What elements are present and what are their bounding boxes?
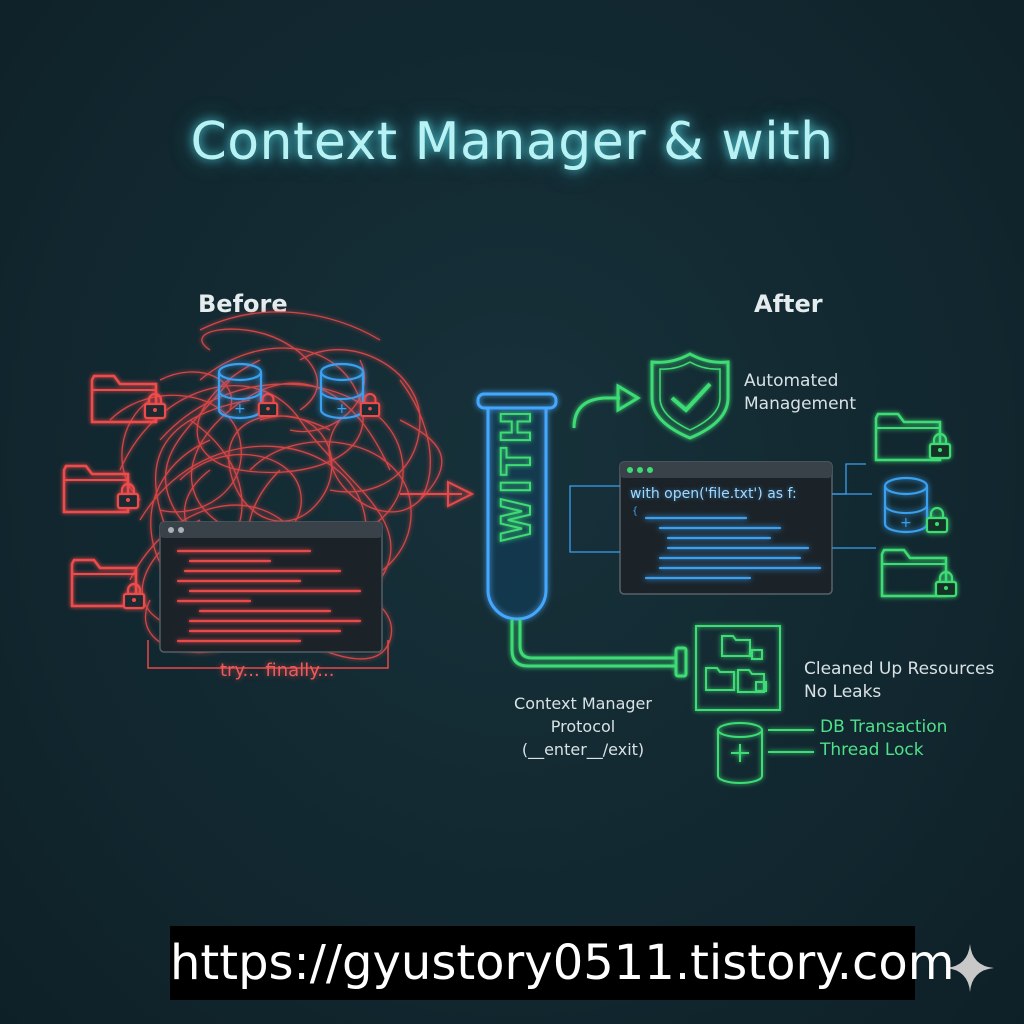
folder-lock-icon [880, 548, 958, 598]
page-title: Context Manager & with [190, 112, 834, 172]
url-banner [170, 926, 915, 1000]
folder-lock-icon [70, 558, 146, 610]
thread-lock-label: Thread Lock [820, 740, 924, 760]
before-bracket [147, 640, 389, 669]
database-lock-icon: + [217, 362, 279, 420]
folder-lock-icon [62, 464, 140, 514]
arrow-icon [400, 480, 475, 508]
try-finally-label: try... finally... [220, 660, 335, 681]
cleaned-resources-label: Cleaned Up Resources No Leaks [804, 659, 995, 702]
after-connectors [569, 463, 876, 553]
cleaned-box [695, 625, 781, 711]
folder-lock-icon [874, 412, 952, 462]
shield-check-icon [650, 352, 730, 440]
after-code-window: { [619, 461, 833, 595]
database-lock-icon: + [319, 362, 381, 420]
svg-text:+: + [336, 401, 348, 417]
arrow-icon [572, 383, 641, 429]
code-first-line: with open('file.txt') as f: [630, 486, 797, 502]
protocol-pipe [510, 620, 688, 678]
db-transaction-label: DB Transaction [820, 717, 948, 737]
blog-url[interactable]: https://gyustory0511.tistory.com [170, 935, 955, 991]
db-cylinder [717, 722, 814, 784]
database-lock-icon: + [883, 476, 949, 534]
after-heading: After [754, 290, 823, 318]
svg-text:+: + [234, 401, 246, 417]
before-code-window [159, 521, 383, 653]
before-heading: Before [198, 290, 288, 318]
tube-text: WITH [494, 406, 540, 542]
sparkle-icon [946, 944, 994, 992]
svg-text:+: + [900, 515, 912, 531]
protocol-label: Context Manager Protocol (__enter__/exit… [514, 694, 652, 759]
svg-text:{: { [632, 506, 638, 517]
with-tube [476, 392, 558, 621]
folder-lock-icon [90, 374, 167, 424]
automated-management-label: Automated Management [744, 371, 856, 414]
